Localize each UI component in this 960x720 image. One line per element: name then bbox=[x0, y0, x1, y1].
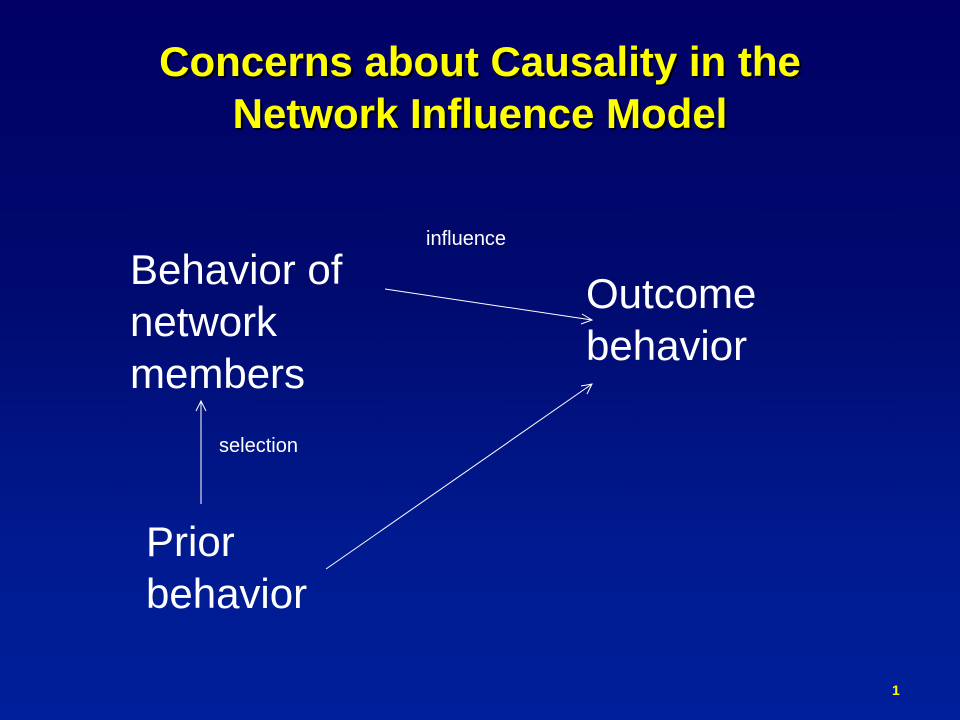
node-network-members-line-2: network bbox=[130, 298, 278, 345]
page-number: 1 bbox=[892, 682, 900, 698]
edge-label-selection: selection bbox=[219, 435, 298, 457]
node-prior-line-1: Prior bbox=[146, 518, 235, 565]
node-outcome-line-2: behavior bbox=[586, 322, 748, 369]
arrow-influence bbox=[384, 288, 594, 325]
slide-title-line-1: Concerns about Causality in the bbox=[159, 38, 801, 85]
node-outcome-line-1: Outcome bbox=[586, 270, 757, 317]
node-outcome-behavior: Outcome behavior bbox=[586, 268, 756, 372]
slide-title-line-2: Network Influence Model bbox=[232, 90, 728, 137]
node-network-members-behavior: Behavior of network members bbox=[130, 244, 342, 400]
arrow-selection bbox=[195, 399, 207, 504]
node-prior-behavior: Prior behavior bbox=[146, 516, 307, 620]
node-network-members-line-3: members bbox=[130, 350, 306, 397]
node-network-members-line-1: Behavior of bbox=[130, 246, 343, 293]
edge-label-influence: influence bbox=[426, 228, 507, 250]
arrow-prior-to-outcome bbox=[325, 383, 593, 570]
node-prior-line-2: behavior bbox=[146, 570, 308, 617]
slide-title: Concerns about Causality in the Network … bbox=[0, 36, 960, 140]
